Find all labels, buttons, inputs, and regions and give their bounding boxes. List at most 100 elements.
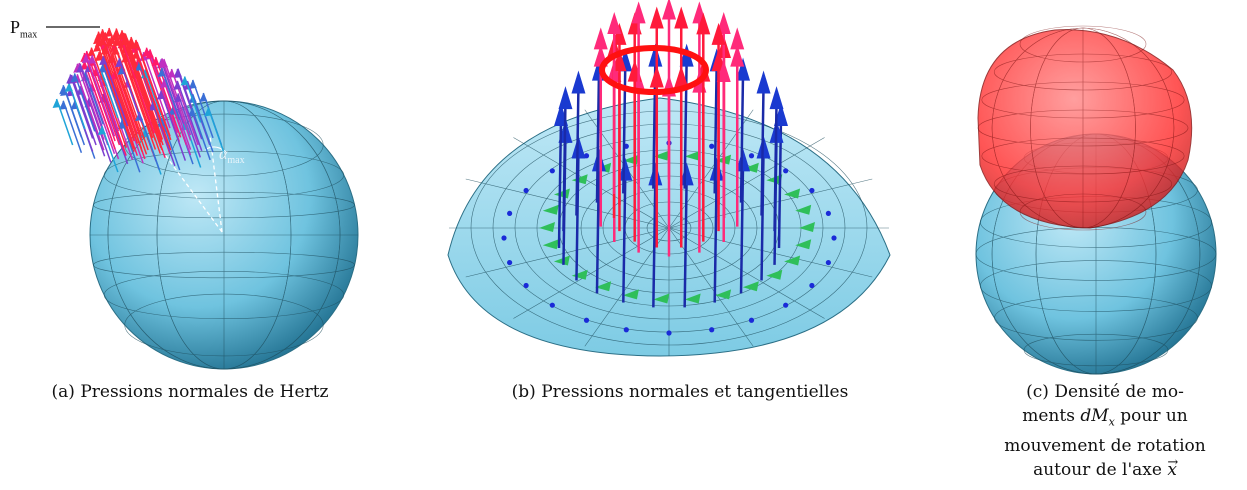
pressure-arrow (114, 31, 154, 139)
pressure-arrow (83, 60, 116, 150)
pressure-arrowhead (145, 49, 154, 59)
edge-dot (709, 327, 715, 333)
tangential-arrow (766, 269, 783, 280)
tangential-arrow (653, 150, 670, 161)
edge-dot (783, 302, 789, 308)
pressure-arrow (85, 71, 116, 155)
pressure-arrowhead (167, 69, 176, 78)
pressure-arrow (101, 36, 143, 150)
tangential-arrow (622, 289, 639, 300)
pressure-arrow (124, 33, 164, 140)
panel-a: Pmax αmax (a) Pressions normales de Hert… (0, 0, 380, 490)
pressure-arrowhead (662, 0, 676, 20)
pressure-arrow (120, 119, 141, 173)
normal-arrow (557, 117, 563, 249)
pressure-arrow (170, 68, 199, 146)
panel-c: (c) Densité de mo- ments dMx pour un mou… (960, 0, 1247, 490)
pressure-arrowhead (59, 100, 68, 110)
pressure-arrowhead (157, 58, 166, 68)
pressure-arrow (176, 68, 203, 140)
moment-density-figure (975, 25, 1217, 375)
pressure-arrowhead (696, 12, 711, 35)
normal-arrowhead (571, 70, 586, 94)
edge-dot (666, 330, 672, 336)
normal-arrow (562, 101, 567, 232)
edge-dot (748, 153, 755, 159)
pressure-arrowhead (173, 93, 182, 103)
panel-b: (b) Pressions normales et tangentielles (420, 0, 930, 490)
pressure-arrow (79, 63, 106, 135)
edge-dot (523, 187, 529, 194)
edge-dot (783, 168, 789, 174)
pressure-arrow (84, 71, 104, 125)
pressure-arrowhead (52, 99, 61, 108)
pressure-arrow (191, 107, 211, 161)
tangential-arrow (795, 204, 812, 215)
edge-dot (831, 235, 837, 241)
tangential-arrow (715, 289, 732, 300)
hertz-pressure-figure (46, 26, 359, 370)
normal-arrow (713, 63, 718, 194)
edge-dot (523, 282, 529, 289)
tangential-arrow (553, 188, 570, 199)
tangential-arrow (784, 188, 801, 199)
pressure-arrow (98, 37, 135, 139)
pressure-arrowhead (159, 79, 168, 89)
edge-dot (748, 317, 755, 323)
tangential-arrow (595, 281, 612, 292)
pressure-arrowhead (87, 55, 96, 65)
pressure-arrow (101, 63, 124, 123)
tangential-arrow (684, 293, 701, 304)
pressure-arrowhead (117, 30, 126, 40)
pressure-arrow (102, 55, 129, 127)
normal-arrow (622, 63, 627, 194)
pressure-arrowhead (64, 82, 73, 92)
pressure-arrow (103, 40, 139, 135)
pressure-arrow (62, 100, 83, 153)
pressure-arrow (130, 36, 169, 144)
pressure-arrowhead (157, 67, 166, 77)
pressure-arrow (70, 74, 97, 146)
pressure-arrowhead (107, 54, 116, 64)
pressure-arrowhead (649, 6, 664, 29)
pressure-arrow (160, 59, 187, 130)
pressure-arrow (62, 85, 83, 138)
pressure-arrowhead (115, 58, 124, 68)
pressure-arrow (138, 111, 161, 171)
pressure-arrowhead (126, 36, 135, 46)
peak-ring (599, 45, 709, 95)
tangential-arrow (542, 204, 559, 215)
pressure-arrowhead (199, 93, 208, 102)
moment-density-surface (977, 29, 1193, 229)
pressure-arrowhead (674, 6, 689, 29)
pressure-arrowhead (187, 107, 196, 117)
tangential-arrow (571, 269, 588, 280)
pressure-arrowhead (98, 64, 107, 74)
pressure-arrow (121, 30, 162, 143)
normal-arrow (773, 101, 778, 232)
normal-arrowhead (558, 86, 573, 110)
pressure-arrow (108, 37, 149, 151)
normal-arrowhead (591, 148, 606, 172)
pressure-arrowhead (94, 52, 103, 62)
pressure-arrow (83, 52, 116, 142)
pressure-arrowhead (98, 36, 107, 46)
pressure-arrow (163, 78, 192, 156)
tangential-arrow (539, 222, 555, 232)
normal-arrow (595, 72, 601, 203)
edge-dot (583, 153, 590, 159)
pressure-arrowhead (70, 73, 79, 83)
tangential-arrow (742, 162, 759, 173)
tangential-arrow (542, 239, 559, 250)
pressure-arrowhead (180, 76, 189, 86)
pressure-arrowhead (607, 11, 622, 34)
pressure-arrow (76, 63, 105, 141)
edge-dot (583, 317, 590, 323)
pressure-arrowhead (104, 37, 113, 47)
pressure-arrow (91, 54, 120, 132)
edge-dot (809, 282, 815, 289)
normal-arrowhead (648, 162, 663, 186)
tangential-arrow (653, 293, 670, 304)
tangential-arrow (799, 222, 815, 232)
tangential-arrow (684, 150, 701, 161)
